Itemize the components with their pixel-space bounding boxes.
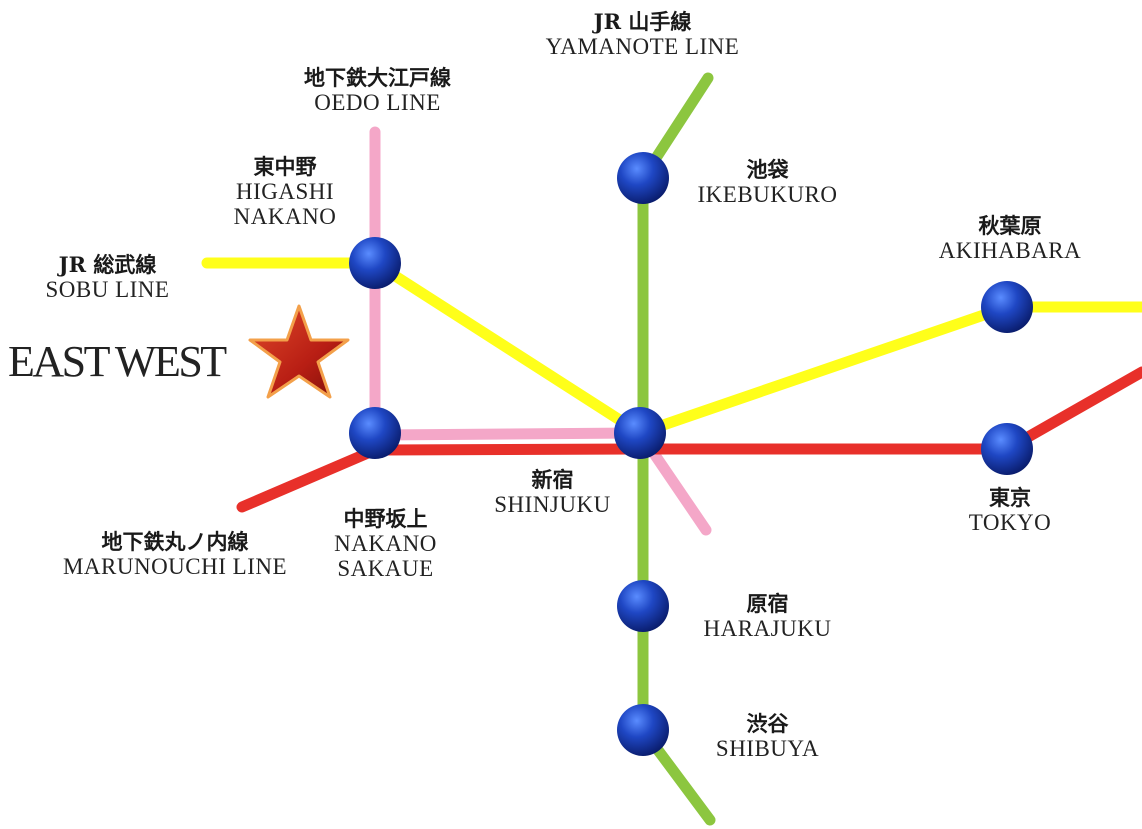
station-jp: 渋谷 [746, 711, 789, 736]
line-label-oedo: 地下鉄大江戸線 OEDO LINE [270, 66, 485, 115]
line-label-sobu: JR 総武線 SOBU LINE [20, 253, 195, 302]
station-en: SHINJUKU [494, 491, 611, 517]
station-en: NAKANO [334, 530, 437, 556]
station-label-nakano-sakaue: 中野坂上 NAKANO SAKAUE [318, 507, 453, 582]
line-jp: 地下鉄丸ノ内線 [101, 529, 249, 554]
station-ikebukuro-marker[interactable] [617, 152, 669, 204]
station-nakano-sakaue-marker[interactable] [349, 407, 401, 459]
station-en: HARAJUKU [703, 615, 832, 641]
station-shibuya-marker[interactable] [617, 704, 669, 756]
line-label-marunouchi: 地下鉄丸ノ内線 MARUNOUCHI LINE [40, 530, 310, 579]
station-en: TOKYO [968, 509, 1052, 535]
station-label-akihabara: 秋葉原 AKIHABARA [920, 214, 1100, 263]
station-en: AKIHABARA [938, 237, 1082, 263]
station-label-shinjuku: 新宿 SHINJUKU [480, 468, 625, 517]
station-en: SAKAUE [337, 556, 434, 582]
station-higashi-nakano-marker[interactable] [349, 237, 401, 289]
line-en: SOBU LINE [45, 276, 170, 302]
station-harajuku-marker[interactable] [617, 580, 669, 632]
line-en: OEDO LINE [314, 89, 441, 115]
stations [349, 152, 1033, 756]
station-en: SHIBUYA [715, 735, 820, 761]
station-tokyo-marker[interactable] [981, 423, 1033, 475]
brand-name: EAST WEST [8, 337, 227, 386]
station-jp: 東中野 [253, 154, 317, 179]
station-jp: 原宿 [746, 591, 789, 616]
station-label-tokyo: 東京 TOKYO [950, 486, 1070, 535]
station-en: IKEBUKURO [697, 181, 838, 207]
station-shinjuku-marker[interactable] [614, 407, 666, 459]
station-jp: 池袋 [746, 157, 789, 182]
station-label-harajuku: 原宿 HARAJUKU [690, 592, 845, 641]
station-label-shibuya: 渋谷 SHIBUYA [695, 712, 840, 761]
line-jp: 地下鉄大江戸線 [304, 65, 451, 90]
station-akihabara-marker[interactable] [981, 281, 1033, 333]
star-icon[interactable] [248, 304, 350, 399]
station-jp: 新宿 [531, 467, 574, 492]
station-jp: 秋葉原 [978, 213, 1042, 238]
station-label-higashi-nakano: 東中野 HIGASHI NAKANO [215, 155, 355, 230]
station-label-ikebukuro: 池袋 IKEBUKURO [680, 158, 855, 207]
station-jp: 東京 [989, 485, 1031, 510]
line-jp: JR 山手線 [593, 9, 692, 34]
line-jp: JR 総武線 [58, 252, 157, 277]
line-label-yamanote: JR 山手線 YAMANOTE LINE [520, 10, 765, 59]
station-en: HIGASHI [235, 178, 335, 204]
station-jp: 中野坂上 [343, 506, 428, 531]
line-en: YAMANOTE LINE [545, 33, 740, 59]
station-en: NAKANO [233, 204, 337, 230]
line-en: MARUNOUCHI LINE [62, 553, 288, 579]
